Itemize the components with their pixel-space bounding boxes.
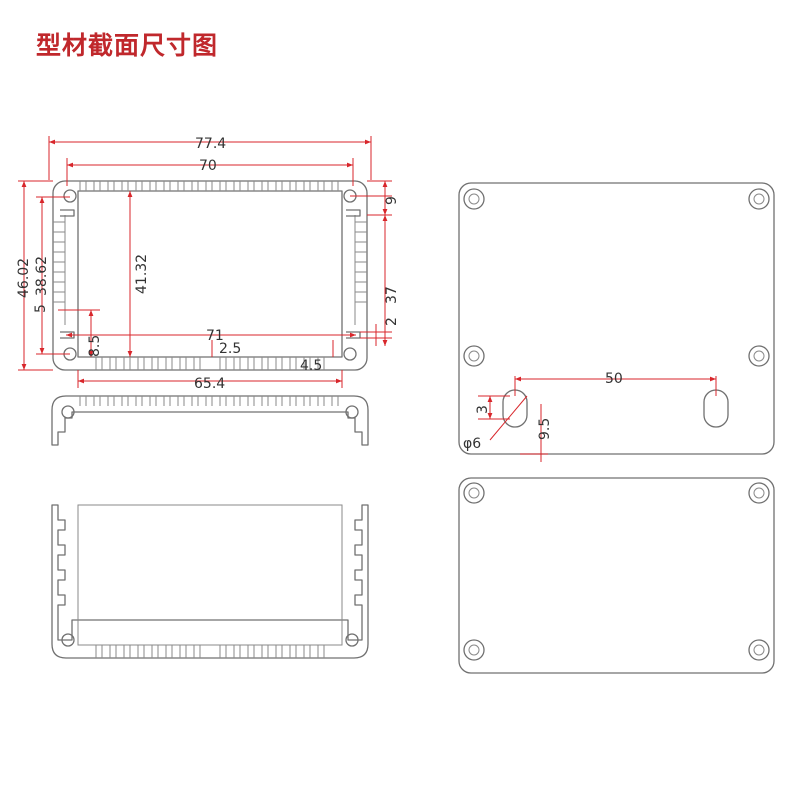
rear-panel-hole-bl — [463, 639, 485, 661]
front-panel-hole-ml — [463, 345, 485, 367]
front-panel-outline — [458, 182, 775, 455]
bottom-shell-boss-left — [61, 633, 75, 647]
rear-panel-hole-tl — [463, 482, 485, 504]
rear-panel-outline — [458, 477, 775, 674]
dim-diameter-6: φ6 — [463, 436, 481, 452]
top-shell-boss-left — [61, 405, 75, 419]
bottom-shell-teeth — [95, 645, 325, 658]
diagram-title: 型材截面尺寸图 — [36, 31, 219, 60]
ext-lines-left — [18, 180, 70, 371]
dim-inner-width: 70 — [199, 158, 217, 174]
bottom-shell-outline — [51, 504, 369, 659]
dim-overall-width: 77.4 — [195, 136, 226, 152]
dim-height-38: 38.62 — [34, 256, 50, 296]
ext-lines-right-bottom — [360, 324, 392, 346]
rear-panel-hole-tr — [748, 482, 770, 504]
front-panel-hole-mr — [748, 345, 770, 367]
dim-leader-6 — [489, 395, 528, 441]
dim-offset-95: 9.5 — [537, 418, 553, 440]
top-shell-outline — [51, 395, 369, 446]
dim-bottom-654: 65.4 — [194, 376, 225, 392]
profile-cross-section — [52, 180, 368, 371]
dim-height-41: 41.32 — [134, 254, 150, 294]
front-panel-hole-tr — [748, 188, 770, 210]
dim-overall-height: 46.02 — [16, 258, 32, 298]
profile-right-ribs — [354, 215, 367, 325]
rear-panel-hole-br — [748, 639, 770, 661]
profile-boss-bottom-right — [343, 347, 357, 361]
dim-slot-3: 3 — [475, 405, 491, 414]
front-end-panel — [458, 182, 775, 455]
ext-lines-top — [48, 136, 372, 186]
dim-hole-spacing: 50 — [605, 371, 623, 387]
dim-gap-25: 2.5 — [219, 341, 241, 357]
profile-boss-top-left — [63, 189, 77, 203]
profile-top-shell — [51, 395, 369, 446]
profile-inner-cavity — [77, 190, 343, 358]
profile-bottom-teeth — [95, 357, 325, 370]
front-panel-hole-tl — [463, 188, 485, 210]
bottom-shell-boss-right — [345, 633, 359, 647]
rear-end-panel — [458, 477, 775, 674]
profile-panel-slots — [60, 209, 361, 339]
dim-gap-85: 8.5 — [87, 335, 103, 357]
dim-side-37: 37 — [384, 286, 400, 304]
top-shell-teeth — [79, 396, 339, 406]
ext-lines-3 — [478, 395, 510, 420]
profile-bottom-shell — [51, 504, 369, 659]
profile-left-ribs — [53, 215, 66, 325]
profile-top-teeth — [79, 181, 339, 191]
dim-gap-45: 4.5 — [300, 358, 322, 374]
front-panel-dimensions — [478, 376, 717, 462]
dim-slot-9: 9 — [384, 196, 400, 205]
dim-rail-71: 71 — [206, 328, 224, 344]
profile-outer-wall — [52, 180, 368, 371]
dim-side-2: 2 — [384, 317, 400, 326]
top-shell-boss-right — [345, 405, 359, 419]
bottom-shell-cavity — [77, 504, 343, 646]
dim-slot-5: 5 — [33, 304, 49, 313]
profile-dimensions — [18, 136, 392, 388]
